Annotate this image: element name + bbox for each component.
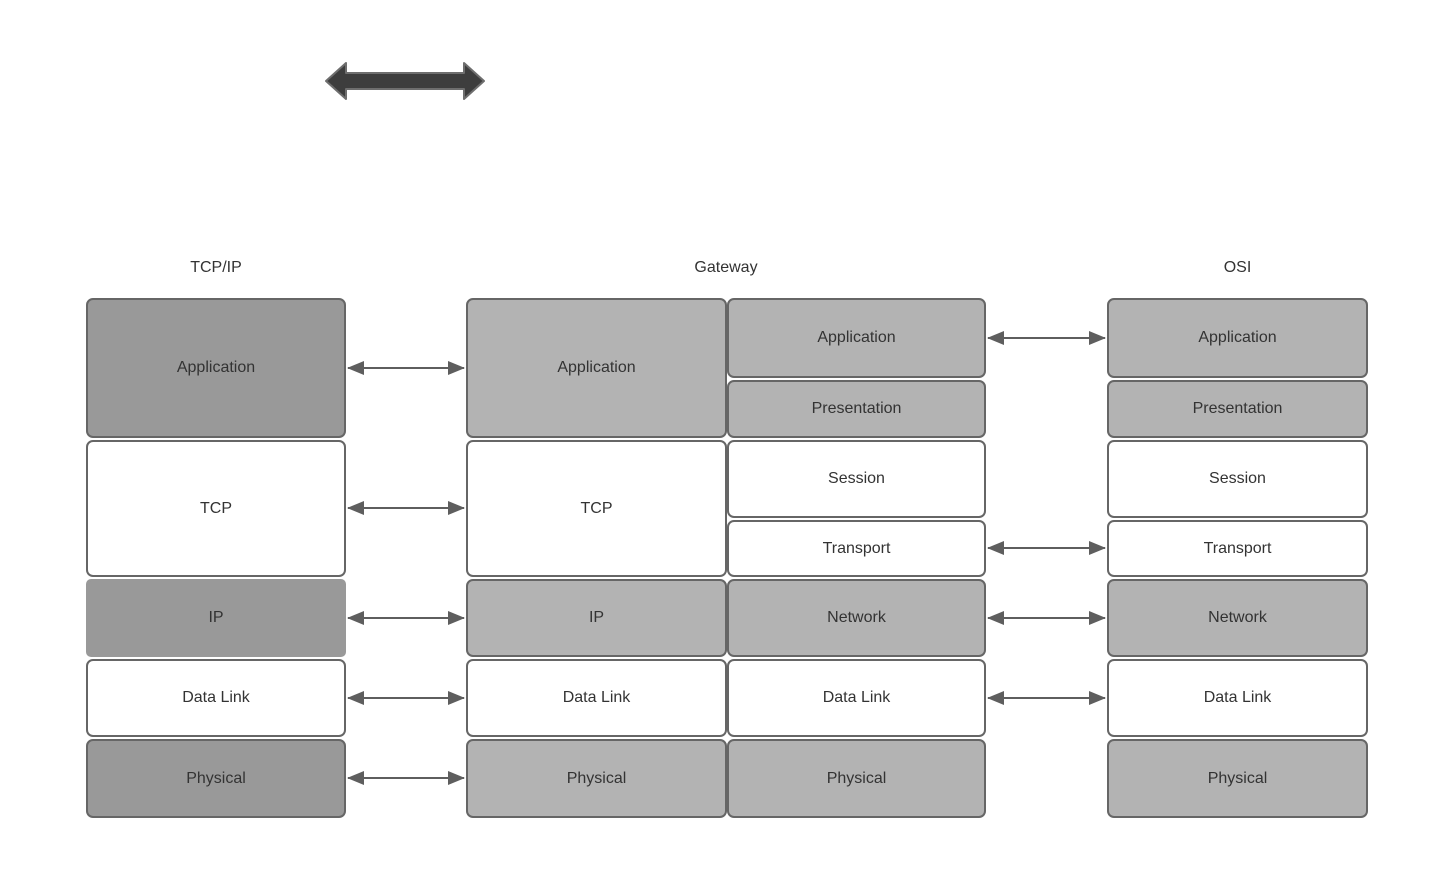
column-title-tcpip: TCP/IP bbox=[190, 259, 242, 276]
layer-box-gateway-right-physical: Physical bbox=[727, 739, 986, 818]
layer-box-gateway-right-presentation: Presentation bbox=[727, 380, 986, 438]
layer-box-gateway-right-transport: Transport bbox=[727, 520, 986, 577]
thick-bidirectional-arrow-icon bbox=[325, 62, 485, 100]
layer-box-osi-physical: Physical bbox=[1107, 739, 1368, 818]
layer-box-osi-session: Session bbox=[1107, 440, 1368, 518]
layer-box-osi-transport: Transport bbox=[1107, 520, 1368, 577]
layer-box-tcpip-data-link: Data Link bbox=[86, 659, 346, 737]
layer-box-osi-network: Network bbox=[1107, 579, 1368, 657]
arrow-tcpip-gateway-data-link bbox=[347, 691, 465, 705]
arrow-gateway-osi-network bbox=[987, 611, 1106, 625]
layer-box-tcpip-tcp: TCP bbox=[86, 440, 346, 577]
layer-box-gateway-right-session: Session bbox=[727, 440, 986, 518]
arrow-tcpip-gateway-tcp bbox=[347, 501, 465, 515]
arrow-tcpip-gateway-application bbox=[347, 361, 465, 375]
layer-box-gateway-right-data-link: Data Link bbox=[727, 659, 986, 737]
layer-box-gateway-left-physical: Physical bbox=[466, 739, 727, 818]
layer-box-tcpip-application: Application bbox=[86, 298, 346, 438]
layer-box-tcpip-physical: Physical bbox=[86, 739, 346, 818]
layer-box-gateway-left-tcp: TCP bbox=[466, 440, 727, 577]
layer-box-gateway-left-application: Application bbox=[466, 298, 727, 438]
layer-box-tcpip-ip: IP bbox=[86, 579, 346, 657]
arrow-gateway-osi-data-link bbox=[987, 691, 1106, 705]
column-title-osi: OSI bbox=[1223, 259, 1252, 276]
arrow-tcpip-gateway-physical bbox=[347, 771, 465, 785]
arrow-tcpip-gateway-ip bbox=[347, 611, 465, 625]
arrow-gateway-osi-application bbox=[987, 331, 1106, 345]
layer-box-gateway-right-network: Network bbox=[727, 579, 986, 657]
arrow-gateway-osi-transport bbox=[987, 541, 1106, 555]
layer-box-osi-presentation: Presentation bbox=[1107, 380, 1368, 438]
layer-box-gateway-right-application: Application bbox=[727, 298, 986, 378]
layer-box-gateway-left-data-link: Data Link bbox=[466, 659, 727, 737]
column-title-gateway: Gateway bbox=[694, 259, 758, 276]
layer-box-osi-data-link: Data Link bbox=[1107, 659, 1368, 737]
layer-box-osi-application: Application bbox=[1107, 298, 1368, 378]
layer-box-gateway-left-ip: IP bbox=[466, 579, 727, 657]
